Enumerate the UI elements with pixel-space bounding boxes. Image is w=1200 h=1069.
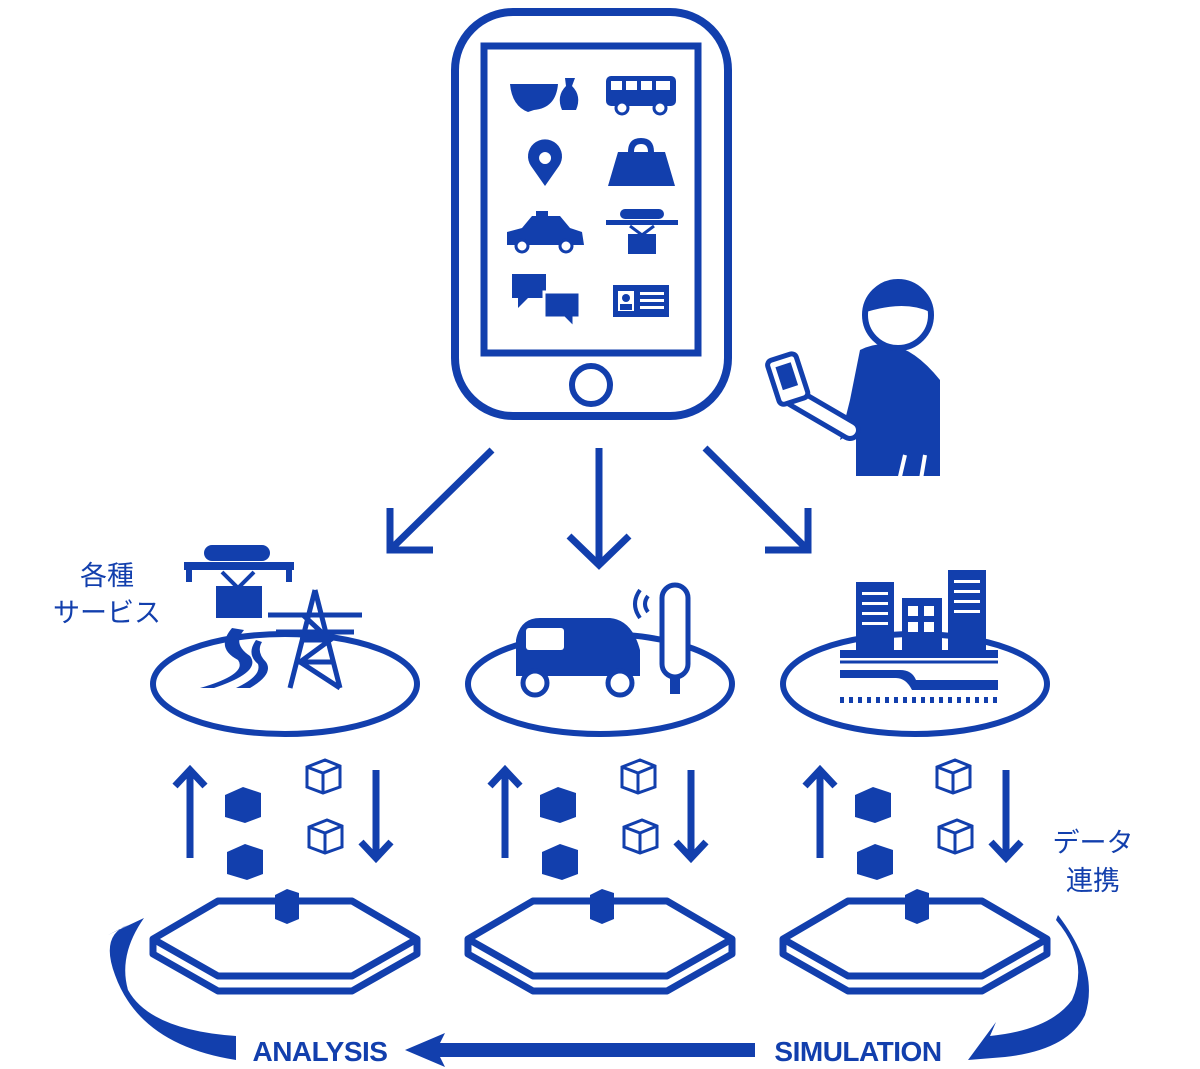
cycle-arrow-bottom	[405, 1033, 755, 1067]
autonomous-vehicle-icon	[516, 618, 640, 698]
cycle-arrow-left	[108, 918, 236, 1060]
analysis-label: ANALYSIS	[252, 1036, 387, 1067]
power-tower-icon	[268, 589, 362, 691]
dataflow-left	[175, 760, 391, 880]
home-button-icon	[569, 363, 613, 407]
person-with-phone-icon	[765, 279, 940, 486]
drone-icon	[184, 545, 294, 618]
drone-delivery-icon	[606, 209, 678, 254]
bus-icon	[606, 76, 676, 116]
data-link-label-line1: データ	[1053, 828, 1134, 859]
distribution-arrows	[386, 445, 812, 570]
data-link-label-line2: 連携	[1066, 866, 1120, 897]
signal-post-icon	[633, 582, 691, 694]
location-pin-icon	[528, 139, 562, 186]
data-platform-left	[153, 889, 417, 991]
services-label-line1: 各種	[80, 561, 134, 592]
simulation-label: SIMULATION	[774, 1036, 941, 1067]
cycle-arrow-right	[968, 915, 1089, 1060]
buildings-icon	[856, 570, 986, 650]
dataflow-center	[490, 760, 706, 880]
services-label-line2: サービス	[53, 598, 161, 629]
food-bowl-icon	[510, 78, 579, 112]
chat-icon	[512, 274, 582, 332]
service-platform-infrastructure	[150, 631, 420, 737]
taxi-icon	[507, 211, 584, 254]
data-platform-center	[468, 889, 732, 991]
shopping-bag-icon	[608, 138, 675, 186]
id-card-icon	[613, 285, 669, 317]
road-icon	[840, 650, 998, 703]
data-platform-right	[783, 889, 1047, 991]
dataflow-right	[805, 760, 1021, 880]
smartphone	[451, 8, 732, 420]
river-icon	[200, 628, 268, 688]
